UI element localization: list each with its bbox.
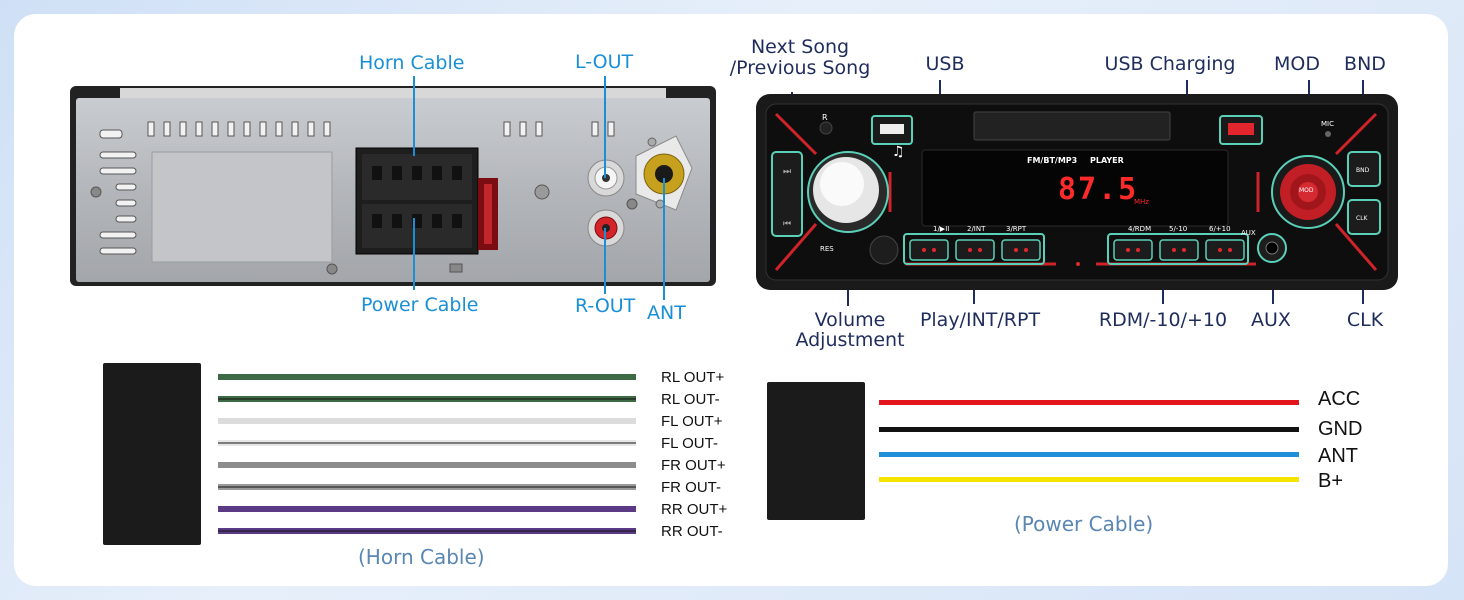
mic-label: MIC	[1321, 120, 1334, 128]
svg-text:⏮: ⏮	[783, 219, 791, 229]
horn-wire-label: FR OUT+	[661, 457, 726, 474]
aux-callout: AUX	[1251, 309, 1291, 331]
horn-cable-caption: (Horn Cable)	[358, 545, 485, 569]
mod-small-label: MOD	[1299, 187, 1314, 194]
power-wire-row: B+	[879, 468, 1379, 494]
power-wire-row: GND	[879, 416, 1379, 442]
horn-wire	[218, 418, 636, 424]
play-int-rpt-callout: Play/INT/RPT	[919, 309, 1041, 331]
button-2-label: 2/INT	[967, 225, 986, 233]
previous-song-callout: /Previous Song	[729, 57, 871, 79]
front-panel: ⏭ ⏮	[756, 94, 1398, 290]
aux-small-label: AUX	[1241, 229, 1256, 237]
button-4-label: 4/RDM	[1128, 225, 1152, 233]
power-wire-label: B+	[1318, 470, 1344, 492]
rdm-callout: RDM/-10/+10	[1098, 309, 1228, 331]
display-mode-text: FM/BT/MP3	[1027, 156, 1078, 165]
horn-wire	[218, 440, 636, 446]
ant-callout: ANT	[647, 302, 686, 324]
horn-wire-label: FL OUT+	[661, 413, 723, 430]
power-wire-row: ANT	[879, 442, 1379, 468]
horn-wire-row: FR OUT-	[218, 478, 758, 500]
power-cable-caption: (Power Cable)	[1014, 512, 1154, 536]
horn-wire-label: RR OUT+	[661, 501, 728, 518]
r-out-callout: R-OUT	[575, 295, 636, 317]
power-wire-label: ANT	[1318, 445, 1358, 467]
music-note-icon: ♫	[892, 144, 905, 160]
power-wire	[879, 477, 1299, 482]
power-wire	[879, 400, 1299, 405]
horn-wire-row: FR OUT+	[218, 456, 758, 478]
res-label: RES	[820, 245, 834, 253]
mod-callout: MOD	[1274, 53, 1320, 75]
horn-wire-row: FL OUT-	[218, 434, 758, 456]
l-out-callout: L-OUT	[575, 51, 634, 73]
horn-wire-label: RL OUT-	[661, 391, 720, 408]
bnd-small-label: BND	[1356, 167, 1370, 174]
power-wire	[879, 452, 1299, 457]
power-wire-label: ACC	[1318, 388, 1361, 410]
horn-wire	[218, 528, 636, 534]
display-frequency: 87.5	[1058, 172, 1139, 207]
power-cable-callout: Power Cable	[361, 294, 479, 316]
horn-wire	[218, 396, 636, 402]
horn-cable-connector	[103, 363, 201, 545]
volume-callout: Volume	[814, 309, 886, 331]
usb-callout: USB	[925, 53, 965, 75]
horn-wire-label: FL OUT-	[661, 435, 718, 452]
power-wire-list: ACC GND ANT B+	[879, 388, 1379, 496]
next-song-callout: Next Song	[750, 36, 850, 58]
r-small-label: R	[822, 113, 828, 122]
horn-wire	[218, 506, 636, 512]
rear-panel	[70, 86, 716, 286]
bnd-callout: BND	[1344, 53, 1386, 75]
power-wire-label: GND	[1318, 418, 1363, 440]
horn-wire	[218, 374, 636, 380]
usb-charging-callout: USB Charging	[1104, 53, 1236, 75]
power-wire	[879, 427, 1299, 432]
power-wire-row: ACC	[879, 388, 1379, 414]
display-unit: MHz	[1134, 198, 1149, 206]
horn-wire-label: FR OUT-	[661, 479, 721, 496]
rear-panel-drawing	[70, 86, 716, 286]
horn-wire-list: RL OUT+ RL OUT- FL OUT+ FL OUT- FR OUT+ …	[218, 368, 758, 544]
adjustment-callout: Adjustment	[795, 329, 905, 351]
horn-wire-label: RR OUT-	[661, 523, 723, 540]
clk-small-label: CLK	[1356, 215, 1368, 222]
horn-wire-row: RR OUT+	[218, 500, 758, 522]
horn-wire-label: RL OUT+	[661, 369, 725, 386]
power-cable-connector	[767, 382, 865, 520]
horn-wire	[218, 462, 636, 468]
display-player-text: PLAYER	[1090, 156, 1124, 165]
horn-wire-row: RR OUT-	[218, 522, 758, 544]
button-3-label: 3/RPT	[1006, 225, 1027, 233]
horn-wire-row: RL OUT+	[218, 368, 758, 390]
button-5-label: 5/-10	[1169, 225, 1188, 233]
clk-callout: CLK	[1346, 309, 1384, 331]
horn-wire-row: RL OUT-	[218, 390, 758, 412]
svg-text:⏭: ⏭	[783, 167, 791, 177]
front-panel-drawing: ⏭ ⏮	[756, 94, 1398, 290]
button-1-label: 1/▶II	[933, 225, 950, 233]
horn-wire-row: FL OUT+	[218, 412, 758, 434]
horn-wire	[218, 484, 636, 490]
horn-cable-callout: Horn Cable	[359, 52, 465, 74]
button-6-label: 6/+10	[1209, 225, 1231, 233]
